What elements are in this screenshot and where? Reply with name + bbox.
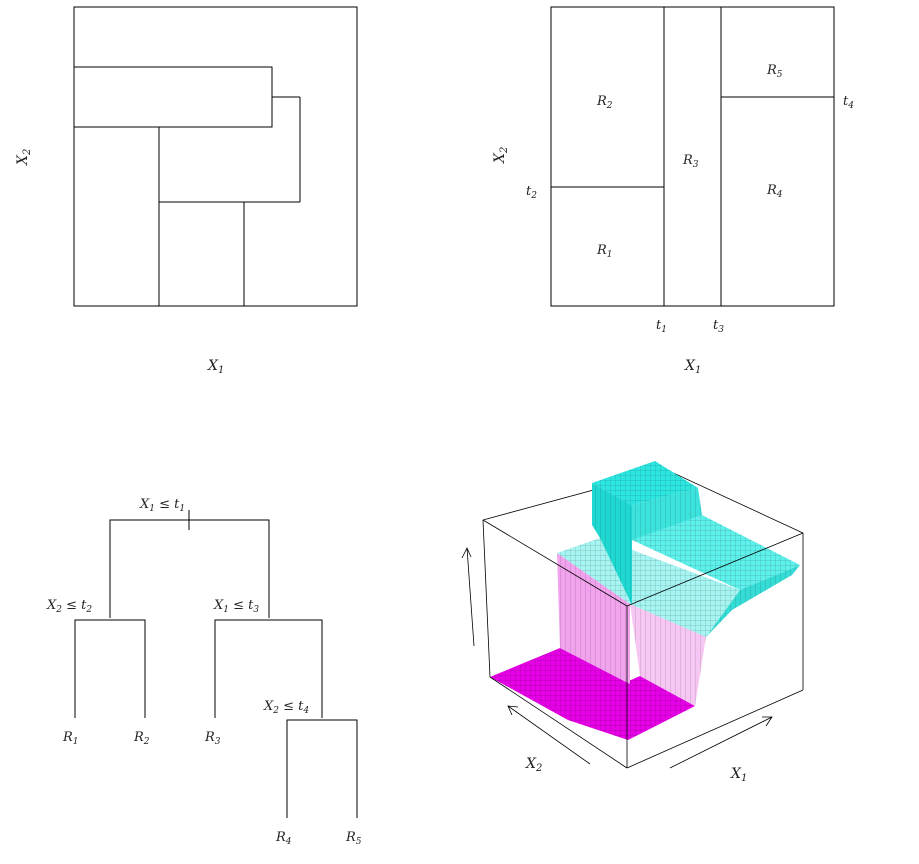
partition-outer-box [73, 6, 358, 307]
tree-branch-right [214, 619, 323, 718]
surface-mesh [632, 515, 800, 590]
surface-mesh [632, 488, 702, 540]
surface-box-front-edge [489, 676, 628, 769]
axis-label-x2: X2 [492, 147, 510, 164]
tree-leaf-r1: R1 [62, 730, 79, 747]
surface-box-front-edge [626, 532, 804, 607]
surface-mesh [592, 461, 698, 505]
surface-box-front-edge [482, 519, 628, 607]
surface-box-back [482, 469, 804, 690]
axis-label-x2: X2 [15, 149, 33, 166]
tick-label-t3: t3 [713, 318, 724, 335]
axis-arrow-y [461, 547, 475, 647]
tree-leaf-r2: R2 [133, 730, 150, 747]
region-label-r3: R3 [682, 153, 699, 170]
tree-split-deep: X2 ≤ t4 [263, 699, 309, 716]
panel-recursive-partition: R2 R1 R3 R5 R4 t2 t4 t1 t3 X1 X2 [492, 6, 854, 376]
surface-mesh [592, 483, 632, 605]
surface-mesh [557, 553, 630, 684]
axis-label-x1: X1 [730, 766, 747, 784]
axis-arrow-x2 [507, 705, 591, 765]
partition-region-top-wide [73, 66, 273, 128]
panel-prediction-surface: X2 X1 [461, 461, 804, 784]
surface-mesh [568, 676, 695, 740]
surface-mesh [706, 565, 800, 637]
axis-label-x1: X1 [207, 358, 224, 376]
surface-box-back-edge [482, 519, 491, 678]
region-label-r5: R5 [766, 63, 783, 80]
tick-label-t1: t1 [656, 318, 667, 335]
panel-decision-tree: X1 ≤ t1 X2 ≤ t2 X1 ≤ t3 X2 ≤ t4 R1 R2 R3… [46, 497, 362, 847]
tree-split-left: X2 ≤ t2 [46, 598, 92, 615]
surface-box-front-edge [626, 689, 804, 769]
region-label-r2: R2 [596, 94, 613, 111]
panel-arbitrary-partition: X1 X2 [15, 6, 358, 376]
axis-label-x2: X2 [525, 756, 542, 774]
tree-leaf-r3: R3 [204, 730, 221, 747]
tree-branch-left [74, 619, 146, 718]
partition-outer-box [550, 6, 835, 307]
tree-leaf-r5: R5 [345, 830, 362, 847]
tree-split-root: X1 ≤ t1 [139, 497, 185, 514]
region-label-r1: R1 [596, 243, 613, 260]
region-label-r4: R4 [766, 183, 783, 200]
axis-label-x1: X1 [684, 358, 701, 376]
axis-arrow-x1 [669, 716, 773, 769]
tree-leaf-r4: R4 [275, 830, 292, 847]
tree-split-right: X1 ≤ t3 [213, 598, 259, 615]
surface-mesh [630, 604, 706, 706]
surface-mesh [557, 538, 740, 637]
tick-label-t2: t2 [526, 184, 537, 201]
tick-label-t4: t4 [843, 94, 854, 111]
tree-branch-deep [286, 719, 358, 818]
